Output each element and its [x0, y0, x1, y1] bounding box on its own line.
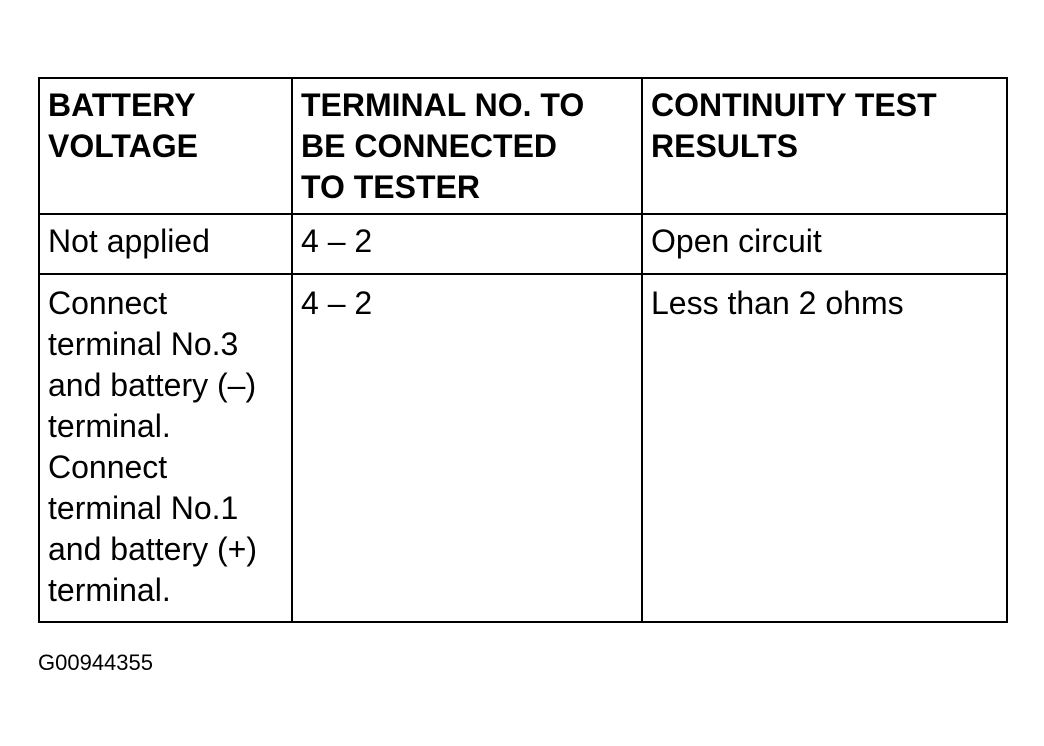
- cell-line: Not applied: [48, 223, 210, 259]
- header-battery-voltage: BATTERY VOLTAGE: [38, 77, 293, 215]
- cell-line: Connect: [48, 285, 168, 321]
- table-header-row: BATTERY VOLTAGE TERMINAL NO. TO BE CONNE…: [38, 77, 1008, 215]
- header-line: RESULTS: [651, 128, 798, 164]
- table-row: Not applied 4 – 2 Open circuit: [38, 213, 1008, 275]
- cell-line: terminal.: [48, 572, 171, 608]
- cell-terminal: 4 – 2: [291, 273, 643, 623]
- header-line: TO TESTER: [301, 169, 480, 205]
- cell-line: terminal No.1: [48, 490, 239, 526]
- cell-battery-voltage: Not applied: [38, 213, 293, 275]
- header-terminal-no: TERMINAL NO. TO BE CONNECTED TO TESTER: [291, 77, 643, 215]
- cell-line: and battery (+): [48, 531, 257, 567]
- table-row: Connect terminal No.3 and battery (–) te…: [38, 273, 1008, 623]
- header-line: BE CONNECTED: [301, 128, 558, 164]
- cell-terminal: 4 – 2: [291, 213, 643, 275]
- cell-line: and battery (–): [48, 367, 257, 403]
- figure-id: G00944355: [38, 650, 153, 675]
- continuity-test-table: BATTERY VOLTAGE TERMINAL NO. TO BE CONNE…: [38, 77, 1008, 623]
- cell-result: Less than 2 ohms: [641, 273, 1008, 623]
- header-line: VOLTAGE: [48, 128, 198, 164]
- cell-battery-voltage: Connect terminal No.3 and battery (–) te…: [38, 273, 293, 623]
- cell-line: terminal No.3: [48, 326, 239, 362]
- header-line: CONTINUITY TEST: [651, 87, 937, 123]
- header-line: BATTERY: [48, 87, 196, 123]
- cell-line: terminal.: [48, 408, 171, 444]
- header-continuity-result: CONTINUITY TEST RESULTS: [641, 77, 1008, 215]
- cell-result: Open circuit: [641, 213, 1008, 275]
- cell-line: Connect: [48, 449, 168, 485]
- header-line: TERMINAL NO. TO: [301, 87, 585, 123]
